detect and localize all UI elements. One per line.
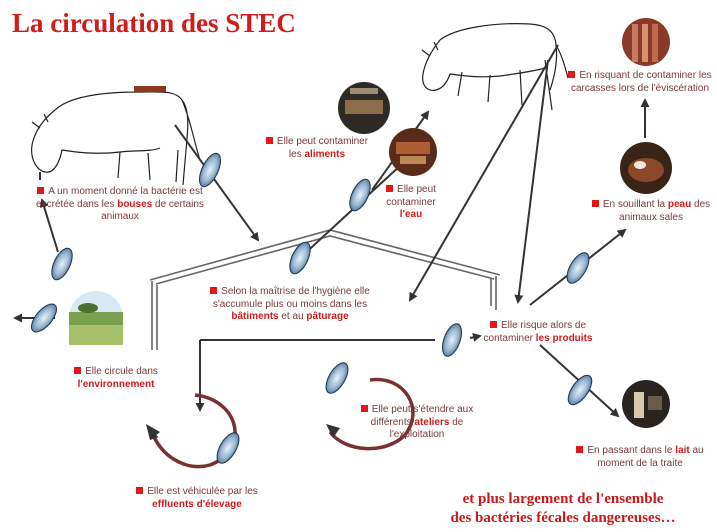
label-effluents: Elle est véhiculée par les effluents d'é…	[122, 486, 272, 511]
label-ateliers: Elle peut s'étendre aux différents ateli…	[360, 404, 474, 442]
label-carcasses: En risquant de contaminer les carcasses …	[566, 70, 714, 95]
photo-pasture	[69, 291, 123, 345]
photo-milking	[622, 380, 670, 428]
photo-barn	[338, 82, 390, 134]
label-peau: En souillant la peau des animaux sales	[590, 199, 712, 224]
photo-carcasses	[622, 18, 670, 66]
footer-note: et plus largement de l'ensemble des bact…	[418, 490, 708, 528]
footer-line-1: et plus largement de l'ensemble	[462, 491, 664, 507]
label-aliments: Elle peut contaminer les aliments	[262, 136, 372, 161]
photo-cow-skin	[620, 142, 672, 194]
label-produits: Elle risque alors de contaminer les prod…	[483, 320, 593, 344]
cow-left-illustration	[31, 91, 201, 186]
label-eau: Elle peut contaminer l'eau	[386, 184, 436, 220]
page-title: La circulation des STEC	[12, 8, 296, 38]
cow-tag	[134, 86, 166, 92]
label-excretee: A un moment donné la bactérie est excrét…	[36, 186, 204, 222]
label-hygiene: Selon la maîtrise de l'hygiène elle s'ac…	[196, 286, 384, 324]
cycle-arcs	[150, 377, 415, 469]
label-lait: En passant dans le lait au moment de la …	[568, 445, 712, 470]
photo-stable-interior	[389, 128, 437, 176]
label-environnement: Elle circule dans l'environnement	[64, 366, 168, 391]
bacteria-group	[30, 152, 593, 464]
footer-line-2: des bactéries fécales dangereuses…	[450, 510, 676, 526]
